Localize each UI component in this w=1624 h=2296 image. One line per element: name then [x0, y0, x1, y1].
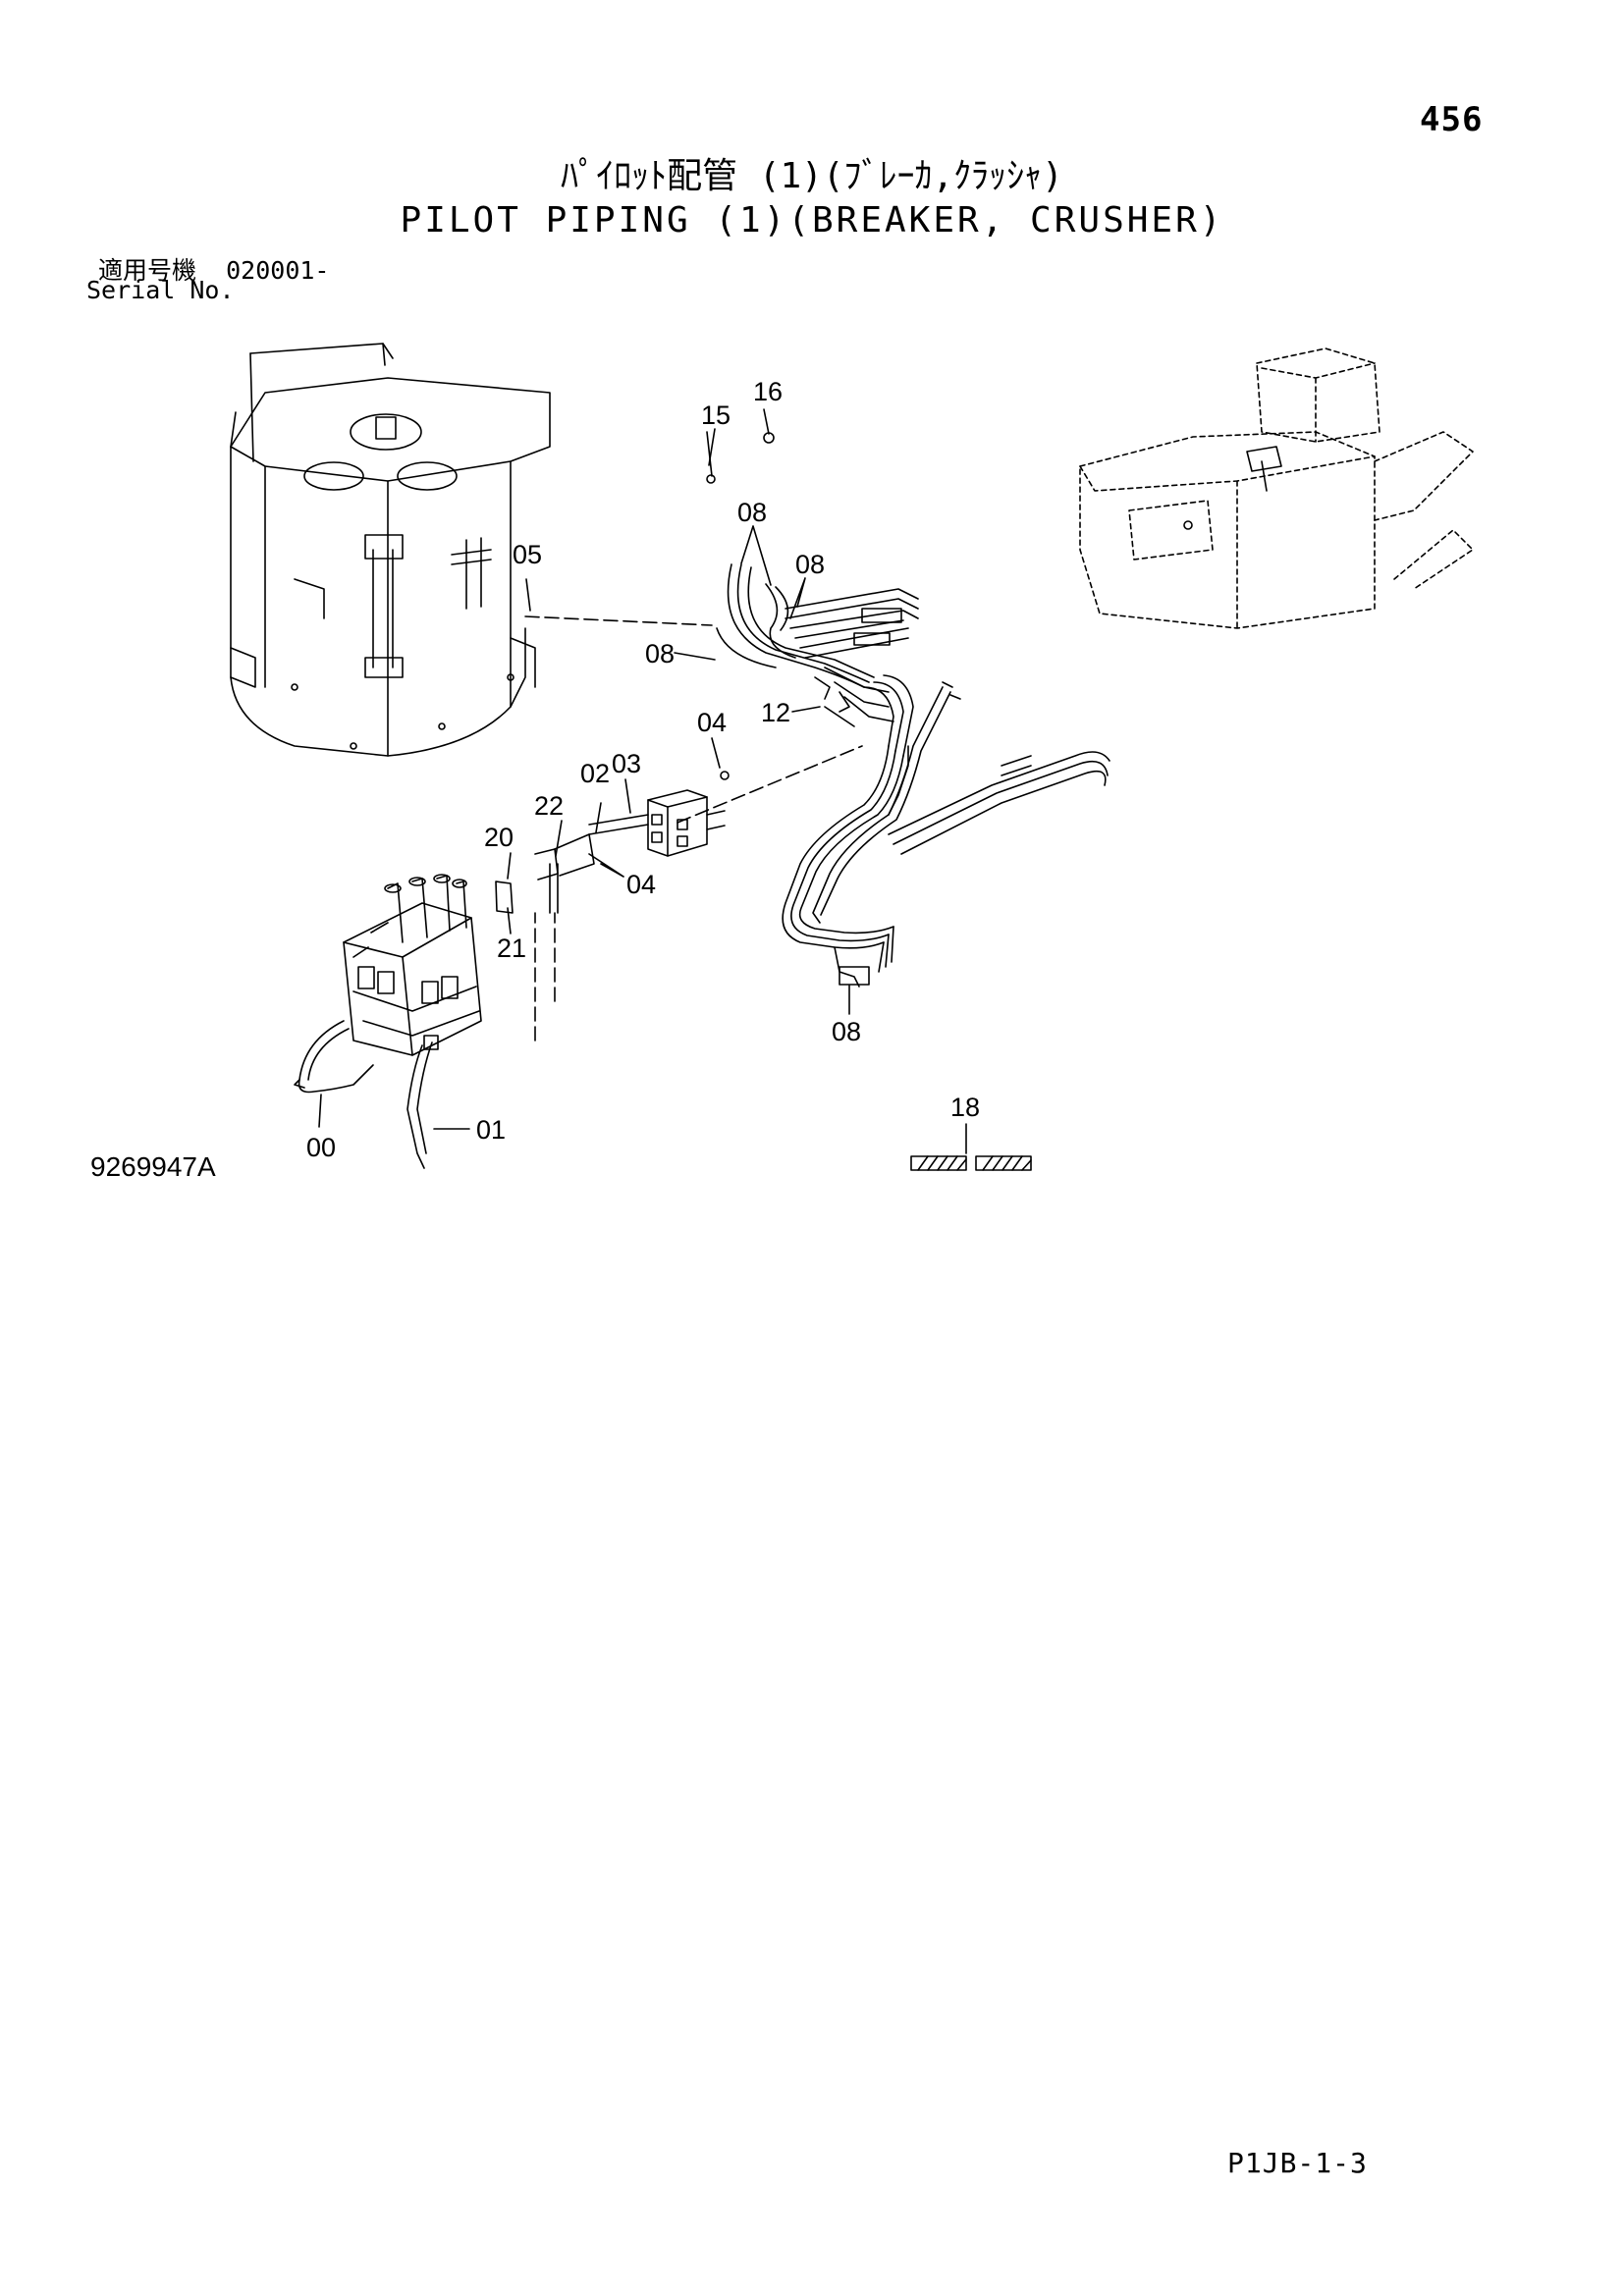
leader-lines — [318, 408, 967, 1154]
callout-18: 18 — [950, 1093, 980, 1122]
page-title-japanese: ﾊﾟｲﾛｯﾄ配管 (1)(ﾌﾞﾚｰｶ,ｸﾗｯｼｬ) — [561, 156, 1063, 196]
callout-01: 01 — [476, 1115, 506, 1145]
callout-15: 15 — [701, 400, 731, 430]
callout-04-bottom: 04 — [626, 870, 656, 899]
drawing-number: 9269947A — [90, 1151, 216, 1182]
callout-08-bracket: 08 — [795, 550, 825, 579]
callout-05: 05 — [513, 540, 542, 569]
lower-pipe-bundle — [782, 681, 1110, 988]
parts-diagram: 15 16 08 08 05 08 12 04 02 03 22 20 04 2… — [230, 343, 1474, 1171]
page-title-english: PILOT PIPING (1)(BREAKER, CRUSHER) — [400, 200, 1224, 240]
callout-08-lower: 08 — [832, 1017, 861, 1046]
upper-pipe-bundle — [706, 431, 919, 757]
callout-labels: 15 16 08 08 05 08 12 04 02 03 22 20 04 2… — [306, 377, 980, 1162]
pilot-valve-block — [495, 771, 730, 914]
excavator-location-drawing — [1079, 347, 1474, 629]
footer-page-code: P1JB-1-3 — [1227, 2147, 1368, 2179]
serial-label-jp: 適用号機 — [98, 256, 197, 285]
page-number: 456 — [1420, 100, 1484, 139]
hoses-00-01 — [294, 1020, 439, 1169]
callout-21: 21 — [497, 934, 526, 963]
serial-value: 020001- — [226, 256, 330, 285]
control-valve-drawing — [343, 874, 482, 1056]
excavator-marker-detail — [1183, 446, 1282, 530]
callout-00: 00 — [306, 1133, 336, 1162]
callout-04-top: 04 — [697, 708, 727, 737]
callout-02: 02 — [580, 759, 610, 788]
serial-label-japanese: 適用号機 020001- — [98, 251, 329, 287]
hydraulic-tank-drawing — [230, 343, 551, 757]
serial-label-english: Serial No. — [86, 276, 235, 304]
callout-16: 16 — [753, 377, 783, 406]
callout-08-left: 08 — [645, 639, 675, 668]
item-18-tape — [910, 1155, 1032, 1171]
callout-08-upper: 08 — [737, 498, 767, 527]
connection-lines — [524, 615, 863, 1041]
callout-22: 22 — [534, 791, 564, 821]
callout-20: 20 — [484, 823, 514, 852]
callout-03: 03 — [612, 749, 641, 778]
callout-12: 12 — [761, 698, 790, 727]
